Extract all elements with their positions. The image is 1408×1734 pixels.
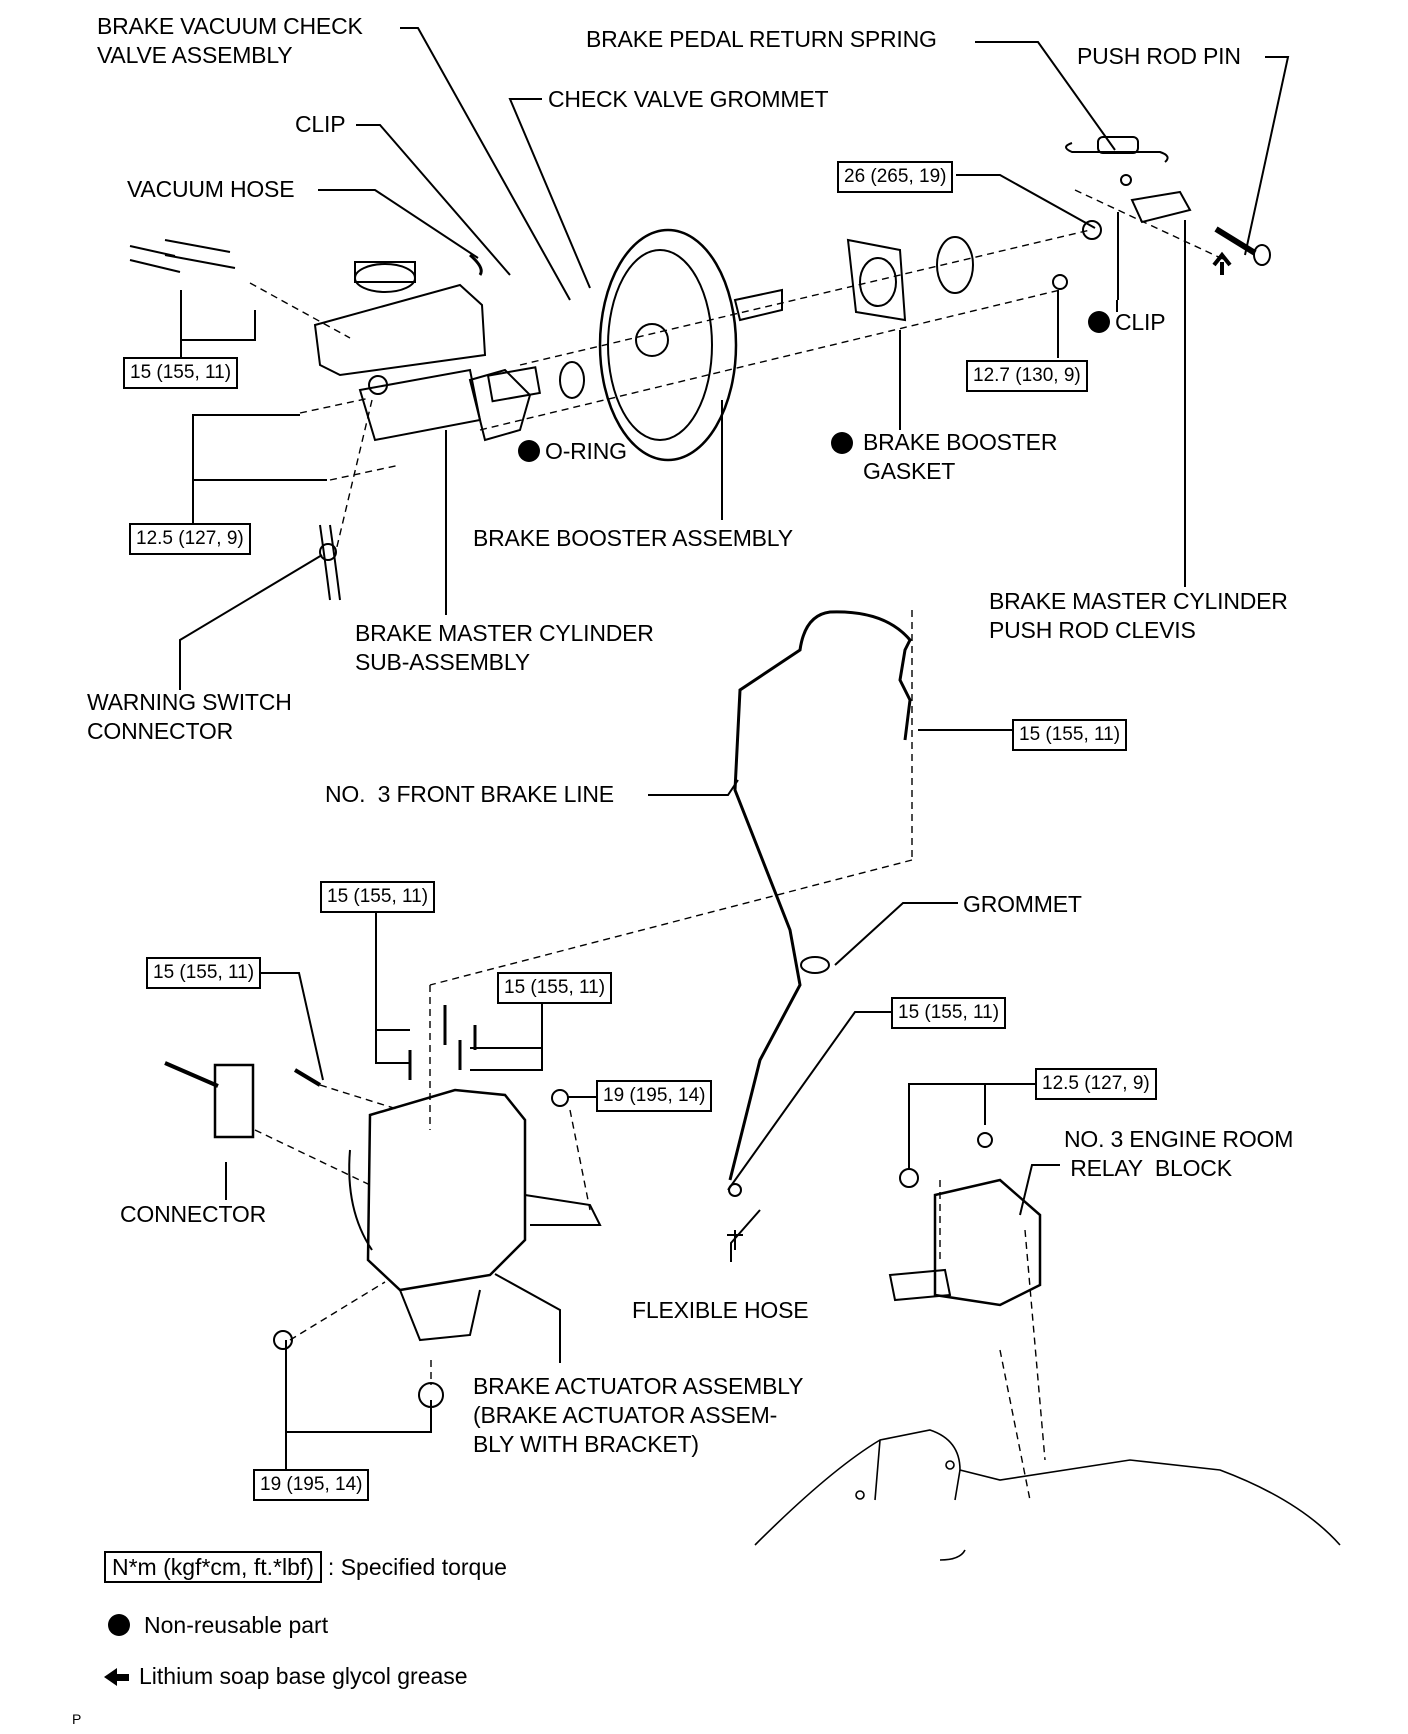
torque-relay-block: 12.5 (127, 9) bbox=[1035, 1068, 1157, 1100]
label-grommet: GROMMET bbox=[963, 891, 1082, 917]
label-brake-booster-gasket-text: BRAKE BOOSTER GASKET bbox=[863, 429, 1058, 484]
label-clip-right-text: CLIP bbox=[1115, 309, 1166, 335]
label-brake-actuator-assembly: BRAKE ACTUATOR ASSEMBLY (BRAKE ACTUATOR … bbox=[473, 1373, 804, 1457]
label-warning-switch-connector: WARNING SWITCH CONNECTOR bbox=[87, 689, 292, 744]
non-reusable-mark-icon bbox=[518, 440, 540, 462]
label-clip-right: CLIP bbox=[1088, 308, 1166, 337]
footer-mark: P bbox=[72, 1711, 82, 1727]
brake-booster-drawing bbox=[598, 228, 974, 462]
label-no3-front-brake-line: NO. 3 FRONT BRAKE LINE bbox=[325, 781, 614, 807]
non-reusable-mark-icon bbox=[831, 432, 853, 454]
torque-mc-brake-lines: 15 (155, 11) bbox=[123, 357, 239, 389]
legend-non-reusable-text: Non-reusable part bbox=[144, 1612, 329, 1638]
vehicle-body-drawing bbox=[754, 1429, 1341, 1561]
legend-grease: Lithium soap base glycol grease bbox=[104, 1662, 468, 1690]
hoses-drawing bbox=[129, 239, 483, 601]
legend-torque: N*m (kgf*cm, ft.*lbf): Specified torque bbox=[104, 1551, 507, 1583]
torque-actuator-lines-right: 15 (155, 11) bbox=[497, 972, 613, 1004]
torque-flexible-hose-joint: 15 (155, 11) bbox=[891, 997, 1007, 1029]
legend-grease-text: Lithium soap base glycol grease bbox=[139, 1663, 468, 1689]
relay-block-drawing bbox=[727, 1132, 1042, 1307]
front-brake-line-drawing bbox=[728, 610, 912, 1181]
label-push-rod-pin: PUSH ROD PIN bbox=[1077, 43, 1241, 69]
legend-torque-desc: : Specified torque bbox=[327, 1554, 507, 1580]
assembly-lines bbox=[249, 189, 1226, 1501]
label-check-valve-grommet: CHECK VALVE GROMMET bbox=[548, 86, 829, 112]
label-brake-vacuum-check-valve-assembly: BRAKE VACUUM CHECK VALVE ASSEMBLY bbox=[97, 13, 363, 68]
torque-booster-rear-nut: 12.7 (130, 9) bbox=[966, 360, 1088, 392]
torque-front-line-upper: 15 (155, 11) bbox=[1012, 719, 1128, 751]
torque-actuator-bracket-bolt: 19 (195, 14) bbox=[596, 1080, 713, 1112]
label-vacuum-hose: VACUUM HOSE bbox=[127, 176, 295, 202]
label-brake-master-cylinder-push-rod-clevis: BRAKE MASTER CYLINDER PUSH ROD CLEVIS bbox=[989, 588, 1288, 643]
brake-actuator-drawing bbox=[164, 1005, 602, 1408]
label-clip-top: CLIP bbox=[295, 111, 346, 137]
label-brake-booster-gasket: BRAKE BOOSTER GASKET bbox=[831, 428, 1057, 486]
non-reusable-mark-icon bbox=[1088, 311, 1110, 333]
label-o-ring: O-RING bbox=[518, 437, 627, 466]
torque-booster-nut: 26 (265, 19) bbox=[837, 161, 954, 193]
non-reusable-dot-icon bbox=[108, 1614, 130, 1636]
label-brake-booster-assembly: BRAKE BOOSTER ASSEMBLY bbox=[473, 525, 793, 551]
leader-lines bbox=[150, 27, 1290, 1470]
legend-torque-unit: N*m (kgf*cm, ft.*lbf) bbox=[104, 1551, 322, 1583]
torque-actuator-lower-bolts: 19 (195, 14) bbox=[253, 1469, 370, 1501]
label-brake-master-cylinder-sub-assembly: BRAKE MASTER CYLINDER SUB-ASSEMBLY bbox=[355, 620, 654, 675]
torque-actuator-line-left: 15 (155, 11) bbox=[146, 957, 262, 989]
label-o-ring-text: O-RING bbox=[545, 438, 627, 464]
label-connector: CONNECTOR bbox=[120, 1201, 267, 1227]
label-brake-pedal-return-spring: BRAKE PEDAL RETURN SPRING bbox=[586, 26, 937, 52]
label-no3-engine-room-relay-block: NO. 3 ENGINE ROOM RELAY BLOCK bbox=[1064, 1126, 1294, 1181]
torque-mc-nuts: 12.5 (127, 9) bbox=[129, 523, 251, 555]
label-flexible-hose: FLEXIBLE HOSE bbox=[632, 1297, 809, 1323]
grease-arrow-icon bbox=[104, 1663, 139, 1689]
legend-non-reusable: Non-reusable part bbox=[108, 1611, 328, 1639]
push-rod-clevis-drawing bbox=[1052, 136, 1271, 290]
torque-actuator-lines-top: 15 (155, 11) bbox=[320, 881, 436, 913]
brake-master-cylinder-drawing bbox=[313, 261, 585, 442]
